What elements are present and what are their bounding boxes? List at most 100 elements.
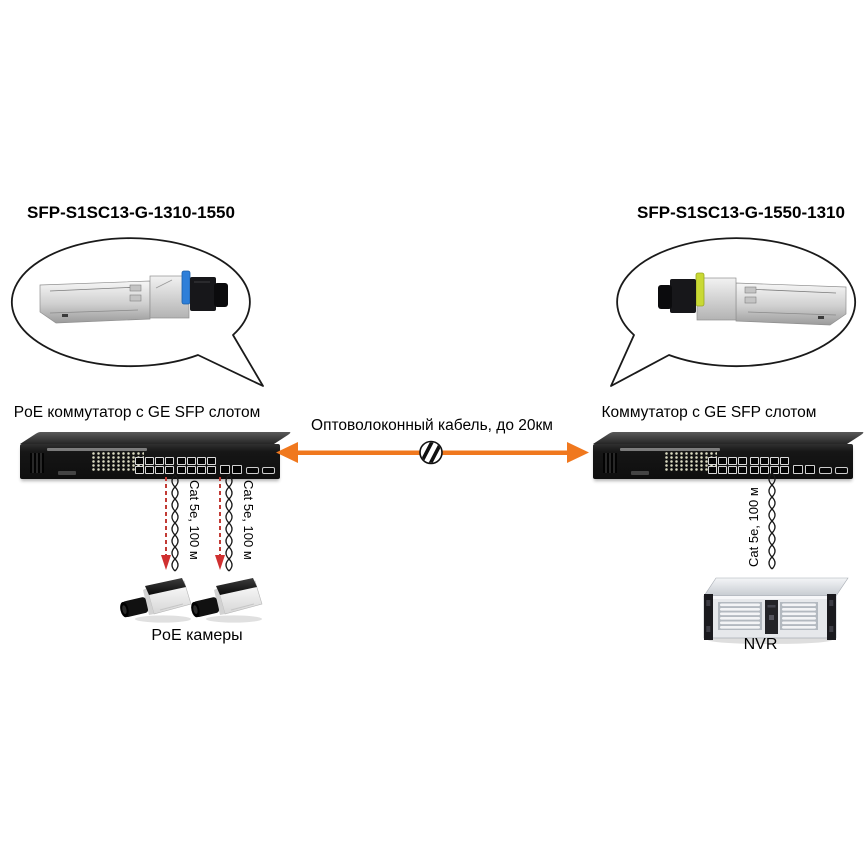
sfp-slot-mark [62, 314, 68, 317]
sc-connector-knob [214, 283, 228, 307]
rj45-port [718, 466, 727, 474]
rj45-port [738, 457, 747, 465]
nvr-icon [703, 577, 849, 644]
rj45-port [728, 466, 737, 474]
rj45-port [760, 457, 769, 465]
sfp-etch-line [745, 288, 837, 294]
vent-grille [30, 453, 44, 473]
sfp-slot-group [246, 467, 275, 474]
rj45-port [165, 457, 174, 465]
utp-cable-icon-left-1 [171, 474, 179, 572]
rj45-port [708, 457, 717, 465]
sfp-contact [129, 294, 142, 302]
sfp-etch-line [747, 311, 837, 316]
fiber-link-label: Оптоволоконный кабель, до 20км [311, 417, 553, 434]
rj45-group [750, 457, 789, 474]
sfp-module-left-image [39, 270, 228, 324]
sc-connector [670, 279, 696, 313]
uplink-port [805, 465, 815, 474]
rj45-group [177, 457, 216, 474]
sfp-etch-line [49, 309, 139, 314]
rj45-port [760, 466, 769, 474]
port-block [708, 457, 848, 474]
sfp-bail-clip-blue [181, 270, 191, 305]
rj45-port [145, 457, 154, 465]
rj45-port [780, 457, 789, 465]
fiber-link-arrow [276, 440, 589, 465]
uplink-group [220, 465, 242, 474]
sfp-bail-clip-yellow [695, 272, 705, 307]
rj45-port [207, 466, 216, 474]
utp-cable-icon-left-2 [225, 474, 233, 572]
cameras-label: PoE камеры [151, 627, 243, 644]
rj45-group [708, 457, 747, 474]
uplink-port [793, 465, 803, 474]
poe-camera-icon [120, 578, 192, 623]
rj45-port [177, 466, 186, 474]
rj45-port [197, 466, 206, 474]
led-indicators [665, 452, 717, 472]
rj45-port [770, 457, 779, 465]
fiber-arrowhead-left [276, 442, 298, 463]
switch-left-label: PoE коммутатор с GE SFP слотом [13, 404, 261, 421]
rj45-port [770, 466, 779, 474]
sfp-etch-line [49, 286, 141, 292]
switch-left [20, 432, 293, 484]
switch-front-panel [593, 444, 853, 479]
poe-camera-icon [191, 578, 263, 623]
rj45-group [135, 457, 174, 474]
utp-cable-icon-right [768, 472, 776, 570]
led-indicators [92, 452, 144, 472]
uplink-port [232, 465, 242, 474]
sfp-module-right-image [658, 272, 847, 326]
rj45-port [780, 466, 789, 474]
sc-connector [190, 277, 216, 311]
sfp-slot-group [819, 467, 848, 474]
rj45-port [750, 457, 759, 465]
rj45-port [728, 457, 737, 465]
rj45-port [197, 457, 206, 465]
cable-label-right: Cat 5e, 100 м [746, 487, 761, 567]
uplink-port [220, 465, 230, 474]
port-block [135, 457, 275, 474]
model-text-line [47, 448, 147, 451]
rj45-port [145, 466, 154, 474]
sfp-left-title: SFP-S1SC13-G-1310-1550 [27, 203, 235, 222]
fiber-arrowhead-right [567, 442, 589, 463]
sfp-slot-port [246, 467, 259, 474]
vent-grille [603, 453, 617, 473]
sfp-contact [744, 296, 757, 304]
cable-label-left-1: Cat 5e, 100 м [187, 480, 202, 560]
nvr-label: NVR [743, 636, 778, 653]
uplink-group [793, 465, 815, 474]
switch-right-label: Коммутатор с GE SFP слотом [601, 404, 817, 421]
sfp-housing-etch [155, 279, 173, 289]
sfp-slot-port [262, 467, 275, 474]
rj45-port [155, 466, 164, 474]
model-text-line [620, 448, 720, 451]
brand-logo [631, 471, 649, 475]
sfp-contact [129, 284, 142, 292]
sfp-slot-port [819, 467, 832, 474]
sfp-right-title: SFP-S1SC13-G-1550-1310 [637, 203, 845, 222]
cable-label-left-2: Cat 5e, 100 м [241, 480, 256, 560]
rj45-port [708, 466, 717, 474]
rj45-port [718, 457, 727, 465]
rj45-port [187, 466, 196, 474]
sfp-contact [744, 286, 757, 294]
rj45-port [135, 466, 144, 474]
rj45-port [155, 457, 164, 465]
poe-cable-arrow-1 [161, 477, 171, 570]
poe-cable-arrow-2 [215, 477, 225, 570]
rj45-port [165, 466, 174, 474]
rj45-port [135, 457, 144, 465]
sfp-slot-mark [818, 316, 824, 319]
switch-front-panel [20, 444, 280, 479]
rj45-port [750, 466, 759, 474]
rj45-port [187, 457, 196, 465]
rj45-port [738, 466, 747, 474]
switch-right [593, 432, 866, 484]
sc-connector-knob [658, 285, 672, 309]
brand-logo [58, 471, 76, 475]
